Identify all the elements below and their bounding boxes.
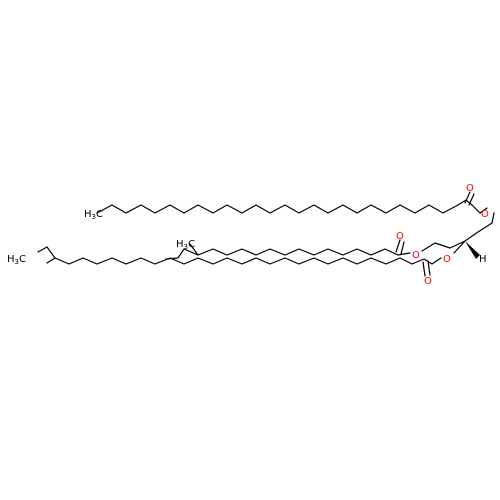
stereo-wedge	[465, 241, 480, 259]
oxygen-carbonyl-1: O	[466, 183, 474, 194]
chain2-carbonyl-bond-a	[395, 239, 401, 253]
chain3-carbonyl-bond-b	[427, 260, 431, 276]
chain1-carbonyl-bond-b	[468, 193, 475, 206]
chain2-bonds	[165, 248, 411, 260]
oxygen-ester-2: O	[412, 250, 420, 261]
chain2-branch-bond	[189, 243, 199, 256]
methyl-chain2-branch: H3C	[176, 239, 195, 251]
oxygen-carbonyl-2: O	[396, 231, 404, 242]
chain3-carbonyl-bond-a	[422, 261, 426, 277]
chain3-branch-bond-b	[37, 246, 48, 253]
methyl-chain1: H3C	[84, 209, 103, 221]
chain1-bonds	[96, 199, 488, 214]
chain3-branch-bond-a	[46, 246, 56, 259]
stereo-o-bond	[453, 240, 466, 254]
hydrogen-stereo: H	[479, 254, 487, 265]
oxygen-ester-3: O	[443, 254, 451, 265]
oxygen-ester-1: O	[481, 209, 489, 220]
chain1-carbonyl-bond-a	[464, 191, 471, 204]
methyl-chain3-terminal: H3C	[7, 254, 26, 266]
chain2-carbonyl-bond-b	[400, 241, 405, 255]
chain3-bonds	[46, 257, 442, 265]
oxygen-carbonyl-3: O	[424, 276, 432, 287]
